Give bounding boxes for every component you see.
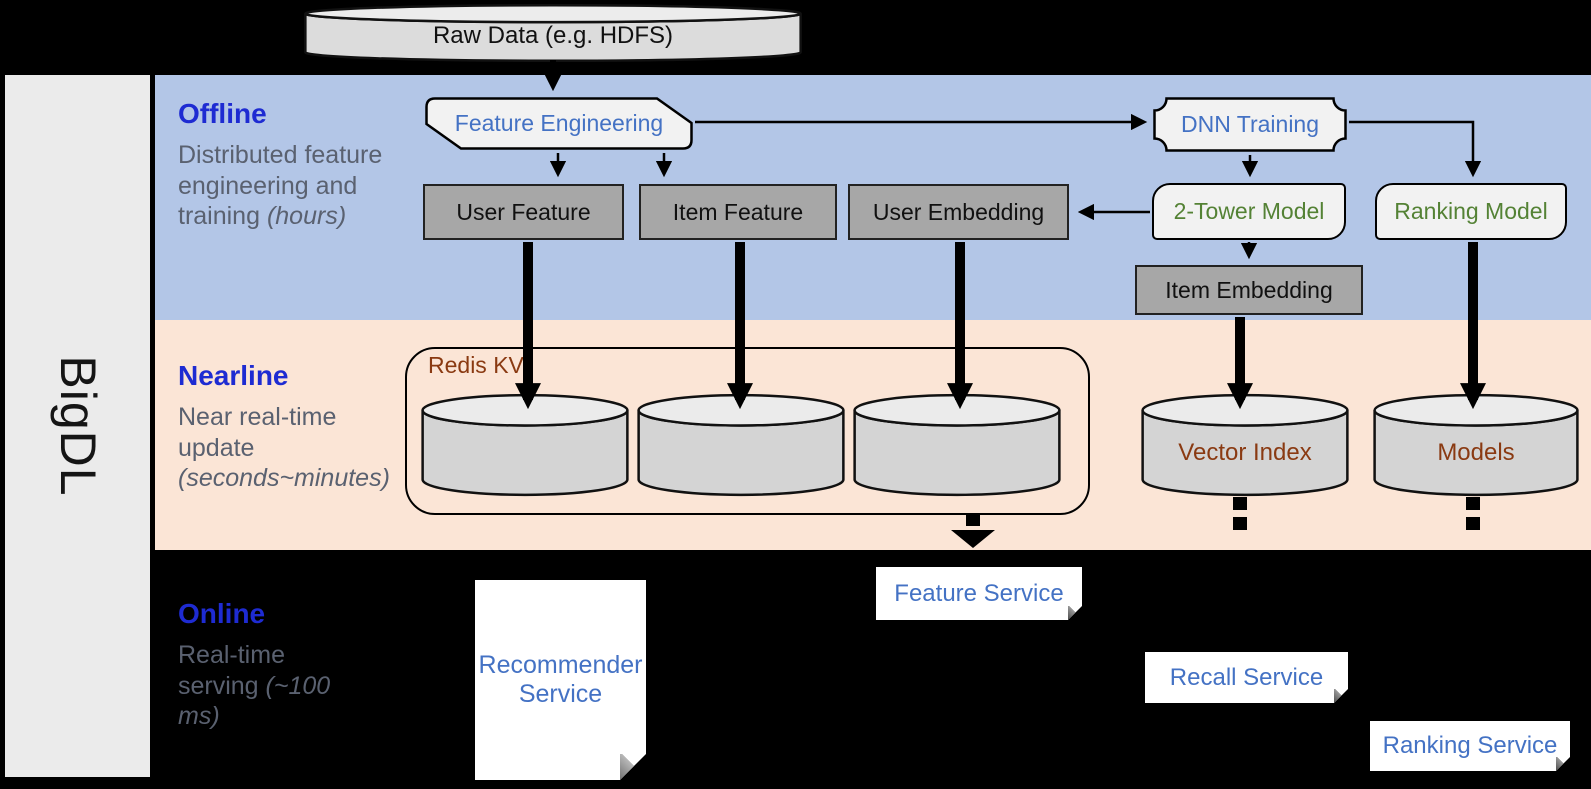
nearline-desc: Near real-time update (seconds~minutes) <box>178 403 390 492</box>
user-feature-box: User Feature <box>423 184 624 240</box>
cylinder-shape-icon <box>636 393 846 497</box>
bigdl-sidebar: BigDL <box>5 75 150 777</box>
offline-section-text: Offline Distributed feature engineering … <box>178 98 388 232</box>
redis-cylinder-2 <box>636 393 846 497</box>
redis-kv-label: Redis KV <box>428 352 524 378</box>
dnn-training-node: DNN Training <box>1153 97 1347 152</box>
user-embedding-box: User Embedding <box>848 184 1069 240</box>
vector-index-cylinder: Vector Index <box>1140 393 1350 497</box>
online-title: Online <box>178 598 266 629</box>
online-desc: Real-time serving (~100 ms) <box>178 641 331 730</box>
feature-service-box: Feature Service <box>876 567 1082 620</box>
redis-kv-group <box>405 347 1090 515</box>
cylinder-shape-icon <box>420 393 630 497</box>
vector-index-label: Vector Index <box>1178 438 1312 466</box>
raw-data-label: Raw Data (e.g. HDFS) <box>432 22 674 49</box>
cylinder-shape-icon <box>1140 393 1350 497</box>
feature-engineering-node: Feature Engineering <box>425 97 693 150</box>
recall-service-box: Recall Service <box>1145 652 1348 703</box>
models-cylinder: Models <box>1372 393 1580 497</box>
models-label: Models <box>1437 438 1515 466</box>
redis-cylinder-3 <box>852 393 1062 497</box>
dnn-training-label: DNN Training <box>1180 111 1320 137</box>
cylinder-shape-icon <box>299 4 807 62</box>
redis-cylinder-1 <box>420 393 630 497</box>
bigdl-label: BigDL <box>49 355 106 497</box>
ranking-service-box: Ranking Service <box>1370 721 1570 771</box>
snip-shape-icon <box>425 97 693 150</box>
cylinder-shape-icon <box>1372 393 1580 497</box>
online-section-text: Online Real-time serving (~100 ms) <box>178 598 368 732</box>
nearline-section-text: Nearline Near real-time update (seconds~… <box>178 360 396 494</box>
ranking-model-box: Ranking Model <box>1375 183 1567 240</box>
offline-desc: Distributed feature engineering and trai… <box>178 141 383 230</box>
nearline-title: Nearline <box>178 360 289 391</box>
cylinder-shape-icon <box>852 393 1062 497</box>
offline-title: Offline <box>178 98 267 129</box>
item-feature-box: Item Feature <box>639 184 837 240</box>
two-tower-model-box: 2-Tower Model <box>1152 183 1346 240</box>
plaque-shape-icon <box>1153 97 1347 152</box>
raw-data-cylinder: Raw Data (e.g. HDFS) <box>299 4 807 62</box>
feature-engineering-label: Feature Engineering <box>454 110 664 136</box>
item-embedding-box: Item Embedding <box>1135 265 1363 315</box>
recommender-service-doc: Recommender Service <box>475 580 646 780</box>
